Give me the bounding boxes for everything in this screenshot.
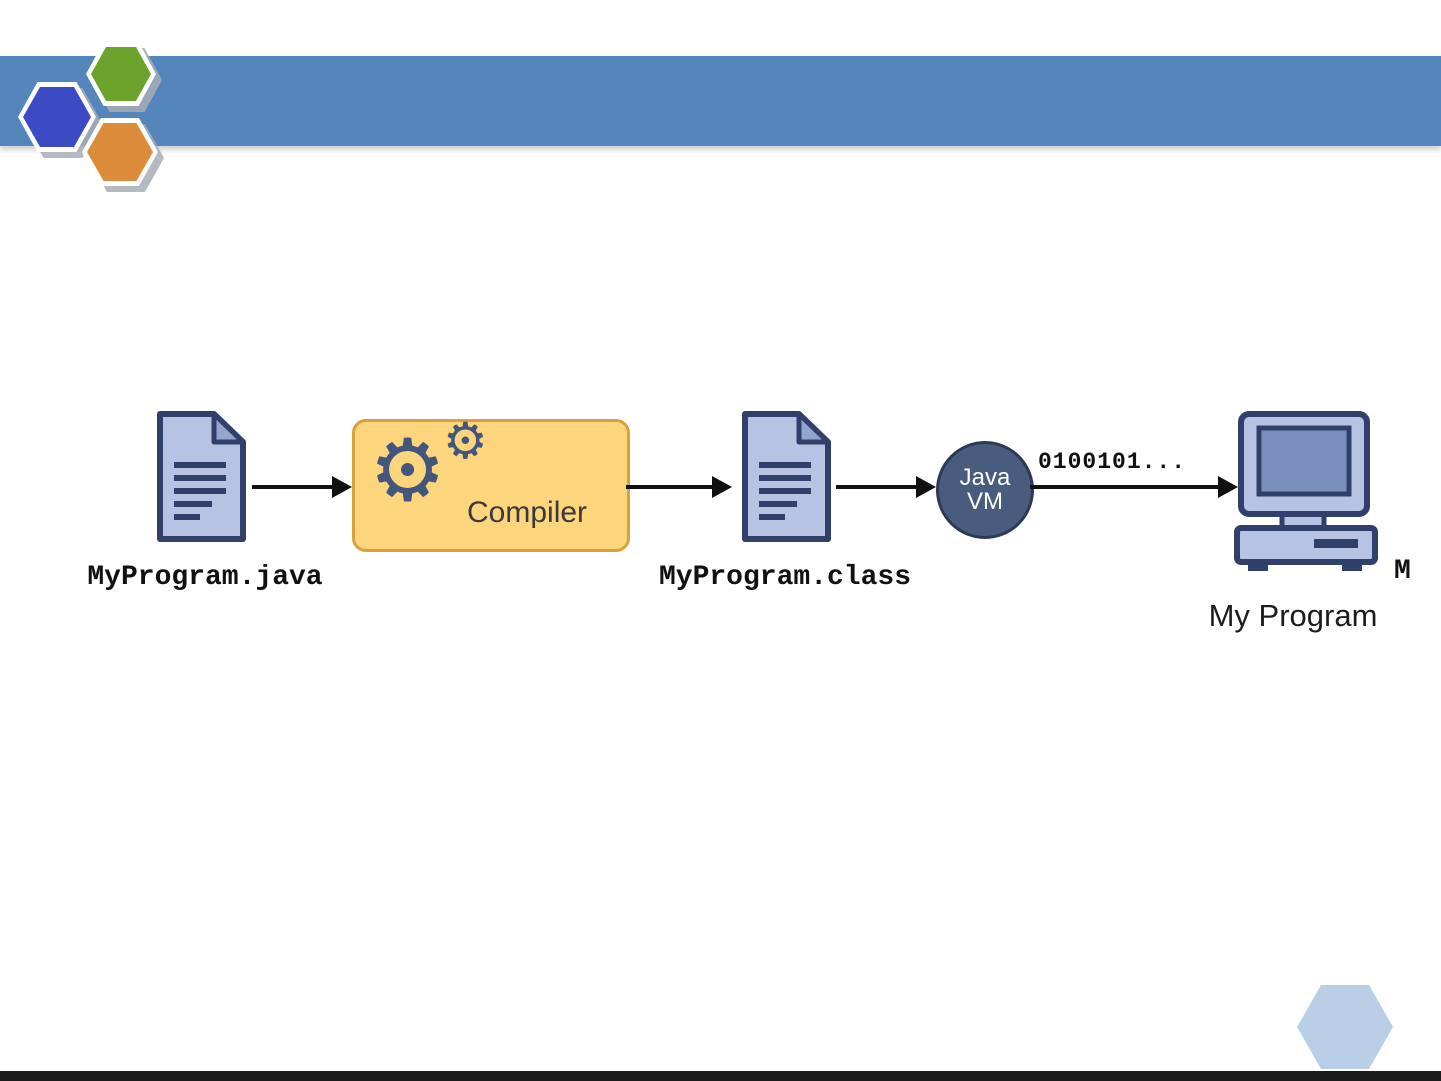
gear-icon: ⚙ [443, 412, 488, 470]
logo-hexagon-green [86, 42, 162, 112]
source-file-document-icon [150, 408, 250, 545]
arrow-head [1218, 476, 1238, 498]
header-bar [0, 56, 1441, 146]
arrow-head [916, 476, 936, 498]
logo-hexagon-blue [18, 82, 102, 158]
java-vm-circle: Java VM [936, 441, 1034, 539]
class-file-document-icon [735, 408, 835, 545]
decorative-corner-hexagon [1297, 985, 1393, 1069]
compiler-box: ⚙ ⚙ Compiler [352, 412, 630, 552]
hexagon-fill [91, 47, 151, 101]
arrow-head [712, 476, 732, 498]
logo-hexagon-orange [82, 118, 164, 192]
arrow-shaft [836, 485, 922, 489]
arrow-vm-to-computer [1030, 476, 1238, 498]
vm-label-line1: Java [959, 464, 1011, 491]
computer-icon [1234, 410, 1379, 595]
compiler-label: Compiler [467, 496, 588, 529]
source-file-label: MyProgram.java [87, 562, 323, 593]
vm-label-line2: VM [967, 488, 1003, 515]
arrow-compiler-to-class [626, 476, 732, 498]
footer-bar [0, 1071, 1441, 1081]
arrow-class-to-vm [836, 476, 936, 498]
gear-icon: ⚙ [369, 421, 447, 521]
arrow-source-to-compiler [252, 476, 352, 498]
arrow-head [332, 476, 352, 498]
binary-stream-label: 0100101... [1038, 449, 1187, 475]
cropped-edge-text: M [1394, 556, 1411, 587]
class-file-label: MyProgram.class [658, 562, 912, 593]
arrow-shaft [1030, 485, 1224, 489]
hexagon-fill [87, 123, 153, 181]
program-label: My Program [1208, 598, 1378, 633]
arrow-shaft [626, 485, 718, 489]
arrow-shaft [252, 485, 338, 489]
